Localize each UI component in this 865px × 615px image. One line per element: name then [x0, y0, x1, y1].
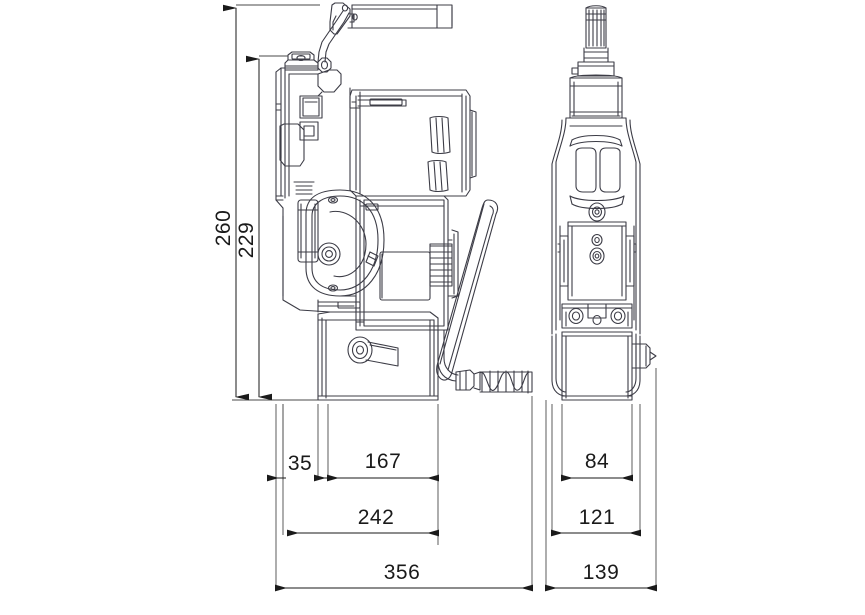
- motor-barrel: [569, 74, 623, 119]
- dim-label-base-total: 242: [358, 506, 395, 529]
- dim-label-overall-width: 139: [583, 561, 620, 584]
- motor-top-cap: [284, 51, 319, 71]
- dimension-layer: [223, 4, 657, 592]
- feed-control-box: [355, 195, 459, 331]
- dim-label-overall-length: 356: [384, 561, 421, 584]
- dim-label-base-length: 167: [365, 450, 402, 473]
- dim-label-body-width: 121: [579, 506, 616, 529]
- bolt-plate: [561, 303, 633, 329]
- dim-label-height-body: 229: [235, 222, 258, 259]
- feed-handle-lever: [436, 199, 499, 381]
- handle-post: [571, 5, 615, 77]
- dim-label-base-width: 84: [585, 450, 609, 473]
- dim-label-height-overall: 260: [212, 210, 235, 247]
- dimension-text-layer: 260 229 35 167 242 356 84 121 139: [212, 210, 619, 584]
- gearbox-housing: [305, 189, 385, 297]
- slide-column: [557, 221, 637, 301]
- front-elevation-view: [551, 5, 657, 401]
- power-cord-strain-relief: [437, 329, 533, 394]
- side-elevation-view: [275, 2, 533, 401]
- dim-label-base-front-offset: 35: [288, 452, 312, 475]
- magnetic-base: [317, 295, 439, 401]
- magnetic-base-front: [551, 331, 657, 401]
- carry-handle-arm: [317, 2, 453, 73]
- gear-case: [349, 87, 477, 197]
- motor-housing: [275, 67, 331, 313]
